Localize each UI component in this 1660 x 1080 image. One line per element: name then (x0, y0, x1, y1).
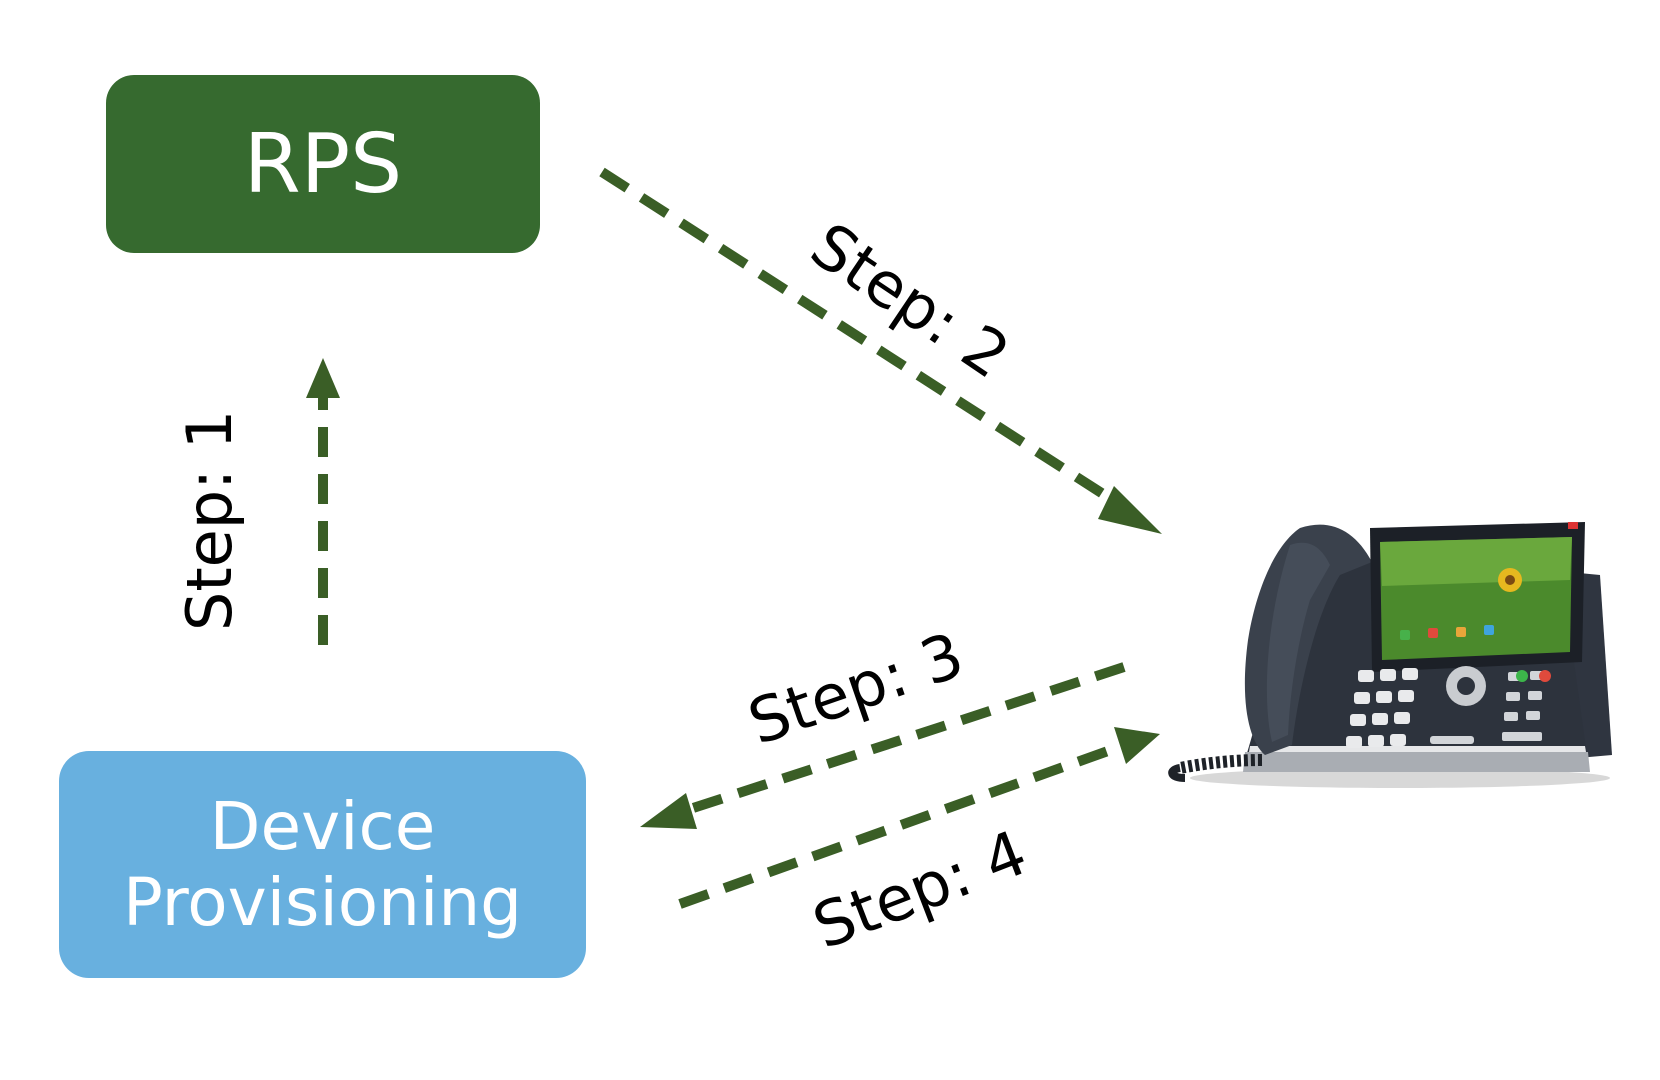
step3-arrowhead (640, 793, 697, 829)
rps-node: RPS (106, 75, 540, 253)
edge-step4 (678, 727, 1160, 909)
step1-label: Step: 1 (173, 409, 246, 631)
step4-arrowhead (1114, 727, 1160, 764)
edge-step3 (640, 662, 1126, 829)
edge-step1 (306, 358, 340, 645)
device-provisioning-label-line2: Provisioning (122, 863, 523, 941)
device-provisioning-node: Device Provisioning (59, 751, 586, 978)
desk-phone-icon (1168, 522, 1612, 788)
edge-step2 (599, 167, 1162, 534)
step1-arrowhead (306, 358, 340, 398)
rps-label: RPS (243, 116, 403, 212)
device-provisioning-label-line1: Device (209, 787, 436, 865)
step2-arrowhead (1098, 486, 1162, 534)
